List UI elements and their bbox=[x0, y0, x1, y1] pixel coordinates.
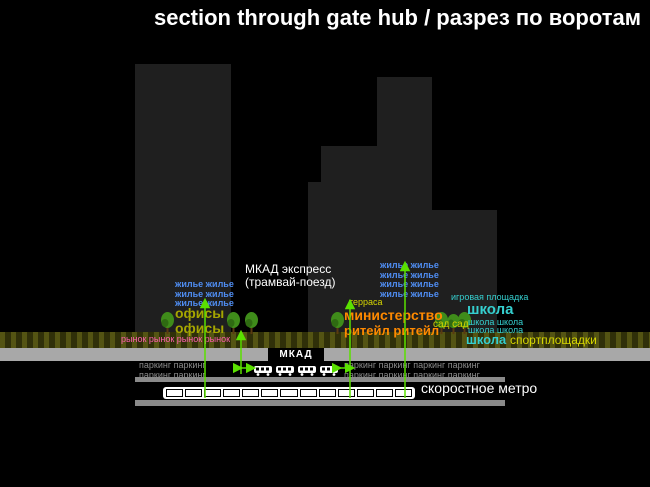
label-parking-left: паркинг паркинг паркинг паркинг bbox=[139, 360, 206, 380]
metro-car bbox=[185, 389, 203, 397]
parking-row: паркинг паркинг bbox=[139, 360, 206, 370]
metro-car bbox=[394, 389, 413, 397]
label-school-row: школа школа bbox=[468, 317, 524, 327]
label-residential-right: жилье жилье жилье жилье жилье жилье жиль… bbox=[380, 260, 439, 299]
label-market: рынок рынок рынок рынок bbox=[121, 334, 231, 344]
metro-car bbox=[356, 389, 374, 397]
residential-row: жилье жилье bbox=[380, 288, 439, 299]
label-sports: спортплощадки bbox=[510, 333, 597, 347]
parking-row: паркинг паркинг паркинг паркинг bbox=[344, 369, 480, 380]
tree-icon bbox=[434, 311, 449, 339]
label-mkad-express-line2: (трамвай-поезд) bbox=[245, 275, 336, 289]
mkad-road-band bbox=[0, 348, 650, 361]
tree-icon bbox=[244, 311, 259, 339]
tram-icon bbox=[297, 363, 317, 381]
tram-icon bbox=[253, 363, 273, 381]
tree-icon bbox=[160, 311, 175, 339]
metro-car bbox=[375, 389, 393, 397]
metro-car bbox=[261, 389, 279, 397]
underground-slab-lower bbox=[135, 400, 505, 406]
mkad-label: МКАД bbox=[268, 348, 324, 361]
metro-car bbox=[223, 389, 241, 397]
label-school-row: школа школа bbox=[468, 325, 524, 335]
label-mkad-express-line1: МКАД экспресс bbox=[245, 262, 332, 276]
label-school-bottom: школа bbox=[466, 332, 507, 347]
residential-row: жилье жилье bbox=[175, 279, 234, 289]
label-garden: сад сад bbox=[433, 319, 469, 330]
tree-icon bbox=[330, 311, 345, 339]
metro-car bbox=[337, 389, 355, 397]
parking-row: паркинг паркинг bbox=[139, 369, 206, 380]
building-silhouette-mid-step bbox=[308, 182, 322, 334]
metro-car bbox=[204, 389, 222, 397]
metro-train bbox=[163, 387, 415, 399]
label-parking-right: паркинг паркинг паркинг паркинг паркинг … bbox=[344, 360, 480, 380]
residential-row: жилье жилье bbox=[380, 269, 439, 280]
label-metro: скоростное метро bbox=[421, 380, 538, 396]
label-mkad-express: МКАД экспресс (трамвай-поезд) bbox=[245, 263, 336, 289]
metro-car bbox=[280, 389, 298, 397]
tree-icon bbox=[226, 311, 241, 339]
offices-row: офисы bbox=[175, 320, 225, 336]
label-retail: ритейл ритейл bbox=[344, 323, 440, 338]
metro-car bbox=[318, 389, 336, 397]
page-title: section through gate hub / разрез по вор… bbox=[153, 5, 642, 30]
tree-icon bbox=[446, 313, 461, 339]
label-ministry: министерство bbox=[344, 307, 443, 323]
metro-car bbox=[242, 389, 260, 397]
label-school-main: школа bbox=[467, 301, 514, 318]
underground-slab-upper bbox=[135, 377, 505, 382]
tram-icon bbox=[275, 363, 295, 381]
residential-row: жилье жилье bbox=[175, 288, 234, 299]
metro-car bbox=[299, 389, 317, 397]
parking-row: паркинг паркинг паркинг паркинг bbox=[344, 360, 480, 370]
building-silhouette-left bbox=[135, 64, 231, 334]
offices-row: офисы bbox=[175, 305, 225, 321]
label-terrace: терраса bbox=[349, 297, 383, 307]
label-playground: игровая площадка bbox=[451, 292, 529, 302]
tram-icon bbox=[319, 363, 339, 381]
ground-strip bbox=[0, 332, 650, 348]
tree-icon bbox=[457, 311, 472, 339]
residential-row: жилье жилье bbox=[380, 279, 439, 289]
metro-car bbox=[166, 389, 184, 397]
label-offices: офисы офисы bbox=[175, 306, 224, 336]
